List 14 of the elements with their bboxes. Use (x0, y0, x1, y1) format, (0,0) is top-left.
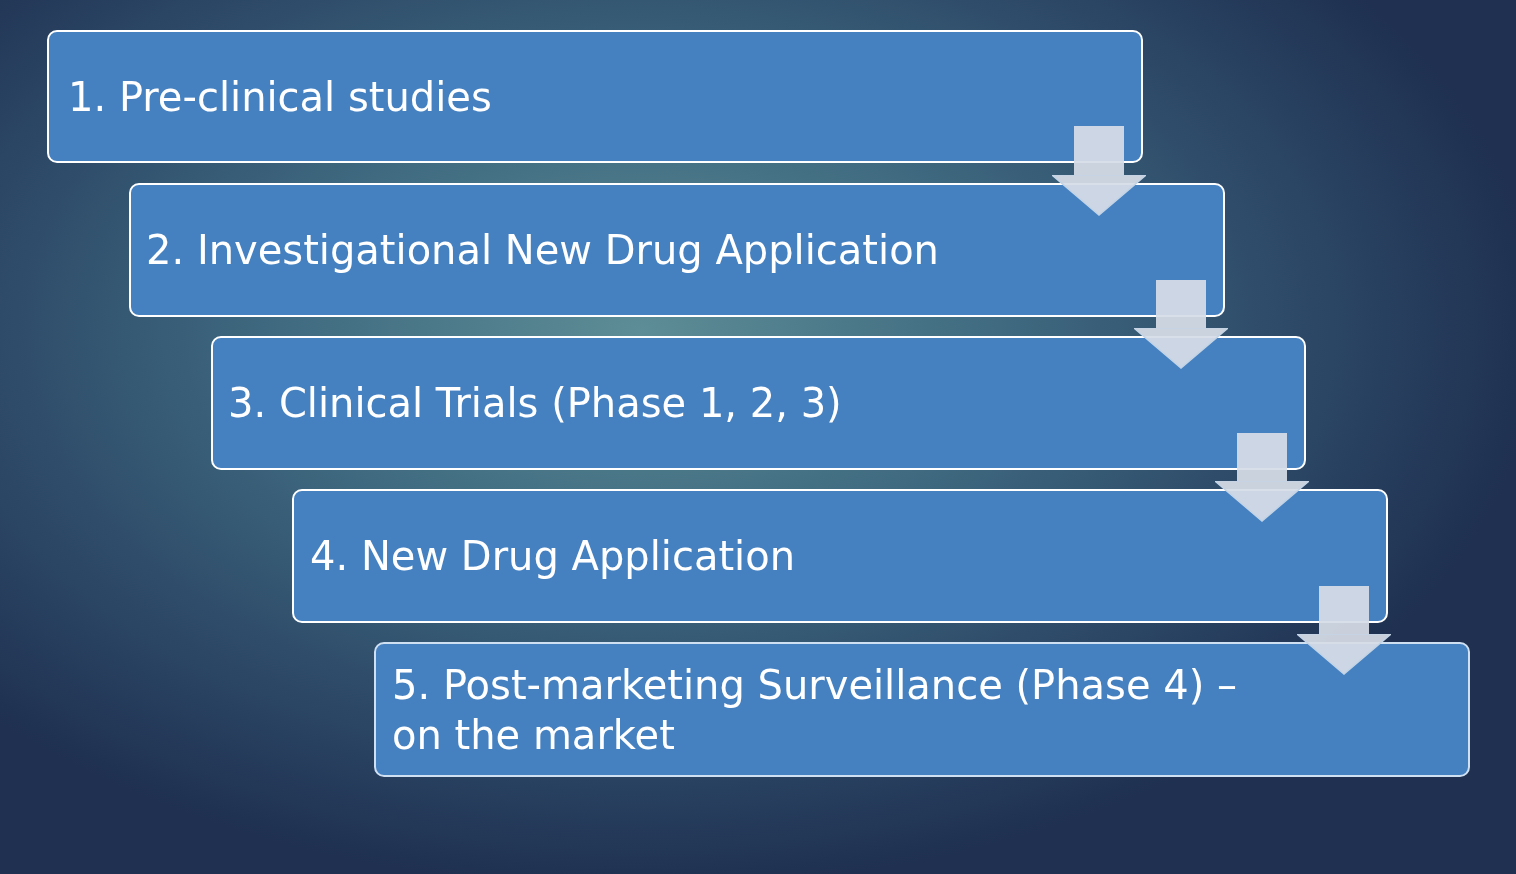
step-label: 4. New Drug Application (310, 532, 796, 581)
block-arrow (1214, 433, 1310, 522)
process-box (211, 336, 1306, 470)
block-arrow (1296, 586, 1392, 675)
process-box (129, 183, 1225, 317)
process-box (292, 489, 1388, 623)
step-label: 1. Pre-clinical studies (68, 72, 492, 122)
step-label: 5. Post-marketing Surveillance (Phase 4) – on the market (392, 660, 1239, 760)
process-box (374, 642, 1470, 777)
block-arrow (1133, 280, 1229, 369)
process-box (47, 30, 1143, 163)
step-label: 2. Investigational New Drug Application (146, 226, 939, 275)
step-label: 3. Clinical Trials (Phase 1, 2, 3) (228, 379, 842, 428)
block-arrow (1051, 126, 1147, 216)
